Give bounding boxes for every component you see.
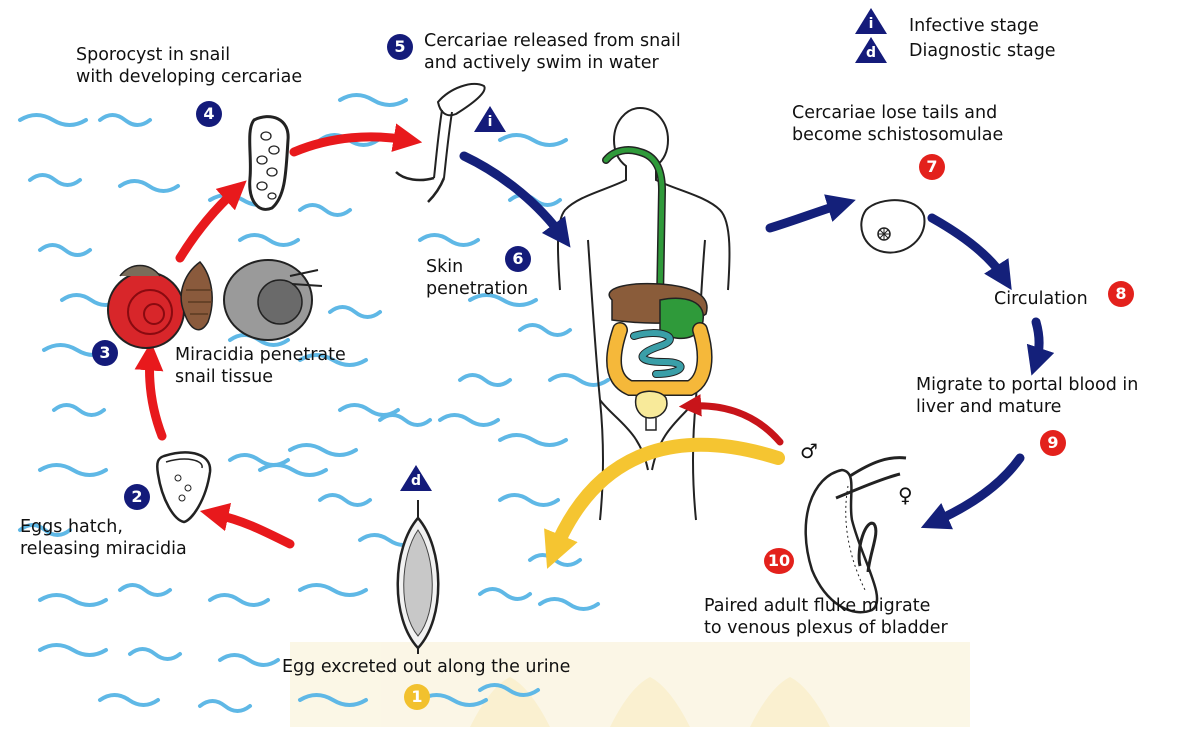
miracidium-illustration [157, 453, 210, 522]
step-1-badge: 1 [404, 684, 430, 710]
step-2-badge: 2 [124, 484, 150, 510]
water-wave [210, 595, 268, 605]
infective-stage-symbol: i [855, 8, 887, 34]
water-wave [40, 595, 106, 605]
water-wave [240, 235, 298, 245]
step-5-badge: 5 [387, 34, 413, 60]
water-wave [40, 645, 106, 655]
water-wave [100, 115, 150, 125]
schistosomulum-illustration [861, 200, 924, 252]
step-4-badge: 4 [196, 101, 222, 127]
step-10-badge: 10 [764, 548, 794, 574]
adult-fluke-illustration [806, 458, 906, 613]
water-wave [40, 465, 106, 475]
water-wave [30, 175, 80, 185]
water-wave [500, 435, 566, 445]
water-wave [130, 649, 180, 659]
female-symbol: ♀ [898, 484, 913, 506]
step-9-badge: 9 [1040, 430, 1066, 456]
male-symbol: ♂ [800, 440, 818, 462]
water-wave [500, 495, 558, 505]
water-wave [300, 205, 350, 215]
water-wave [440, 415, 498, 425]
infective-stage-label: Infective stage [909, 16, 1039, 36]
cercariae-infective-marker: i [474, 106, 506, 132]
step-1-label: Egg excreted out along the urine [282, 656, 570, 678]
water-wave [20, 115, 86, 125]
water-wave [540, 599, 598, 609]
diagnostic-stage-label: Diagnostic stage [909, 41, 1056, 61]
water-wave [480, 589, 530, 599]
snail-illustrations [108, 260, 322, 348]
sporocyst-illustration [250, 117, 288, 210]
water-wave [520, 325, 570, 335]
water-wave [40, 245, 90, 255]
step-2-label: Eggs hatch,releasing miracidia [20, 516, 187, 560]
water-wave [320, 495, 370, 505]
egg-diagnostic-marker: d [400, 465, 432, 491]
water-wave [120, 181, 178, 191]
water-wave [220, 655, 278, 665]
water-wave [420, 235, 478, 245]
water-wave [460, 375, 510, 385]
water-wave [260, 465, 326, 475]
step-8-badge: 8 [1108, 281, 1134, 307]
water-wave [380, 415, 430, 425]
internal-organs [606, 150, 707, 430]
step-8-label: Circulation [994, 288, 1088, 310]
diagnostic-stage-symbol: d [855, 37, 887, 63]
water-wave [330, 307, 380, 317]
water-wave [120, 585, 170, 595]
water-wave [340, 95, 406, 105]
water-wave [300, 585, 366, 595]
water-wave [100, 695, 158, 705]
watermark [290, 642, 970, 727]
water-wave [200, 701, 250, 711]
water-wave [54, 405, 104, 415]
step-6-badge: 6 [505, 246, 531, 272]
step-7-badge: 7 [919, 154, 945, 180]
egg-illustration [398, 500, 439, 654]
water-wave [290, 445, 356, 455]
step-3-badge: 3 [92, 340, 118, 366]
water-wave [500, 135, 566, 145]
